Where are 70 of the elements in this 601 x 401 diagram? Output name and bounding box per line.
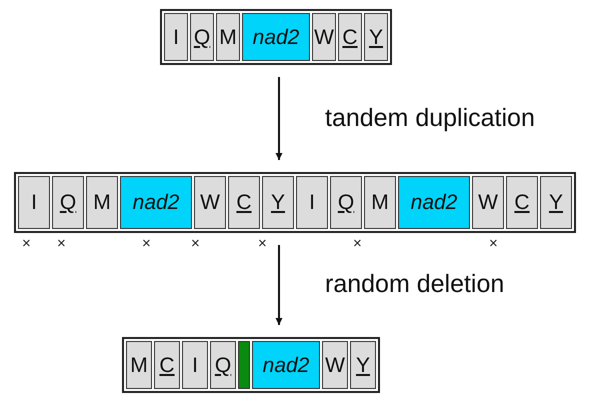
gene-box xyxy=(216,13,240,61)
gene-box xyxy=(506,176,538,229)
gene-label: C xyxy=(514,192,530,213)
gene-box xyxy=(296,176,328,229)
deletion-mark: × xyxy=(22,236,31,251)
gene-label: W xyxy=(478,192,498,213)
gene-box xyxy=(252,341,320,389)
gene-label: Q xyxy=(60,192,76,213)
gene-order-bar xyxy=(160,9,392,65)
gene-box xyxy=(164,13,188,61)
gene-label: W xyxy=(314,26,334,48)
deletion-mark: × xyxy=(489,236,498,251)
gene-box xyxy=(472,176,504,229)
gene-label: M xyxy=(219,26,237,48)
gene-label: Y xyxy=(270,192,285,213)
gene-label: M xyxy=(93,192,111,213)
gene-box xyxy=(228,176,260,229)
deletion-mark: × xyxy=(142,236,151,251)
gene-box xyxy=(126,341,152,389)
gene-box xyxy=(322,341,348,389)
edge-label: tandem duplication xyxy=(325,104,535,132)
deletion-mark: × xyxy=(258,236,267,251)
gene-box xyxy=(330,176,362,229)
gene-label: Y xyxy=(548,192,563,213)
gene-box xyxy=(194,176,226,229)
gene-box xyxy=(52,176,84,229)
gene-box xyxy=(350,341,376,389)
gene-box xyxy=(190,13,214,61)
gene-label: M xyxy=(371,192,389,213)
gene-label: C xyxy=(342,26,358,48)
gene-order-bar xyxy=(14,172,576,233)
gene-box xyxy=(364,176,396,229)
gene-box xyxy=(338,13,362,61)
gene-box xyxy=(364,13,388,61)
gene-box xyxy=(262,176,294,229)
gene-label: Q xyxy=(214,354,232,376)
gene-box xyxy=(120,176,192,229)
gene-box xyxy=(540,176,572,229)
gene-label: C xyxy=(159,354,175,376)
gene-box xyxy=(154,341,180,389)
gene-box xyxy=(210,341,236,389)
gene-label: Y xyxy=(368,26,383,48)
deletion-block xyxy=(238,341,250,389)
gene-label: W xyxy=(200,192,220,213)
gene-label: I xyxy=(192,354,198,376)
arrow xyxy=(276,77,282,160)
gene-label: Y xyxy=(356,354,370,376)
gene-box xyxy=(242,13,310,61)
gene-label: I xyxy=(173,26,179,48)
gene-label: I xyxy=(31,192,37,213)
gene-label: Q xyxy=(338,192,354,213)
arrow xyxy=(276,245,282,325)
gene-label: Q xyxy=(194,26,210,48)
gene-label: nad2 xyxy=(252,26,300,48)
gene-box xyxy=(182,341,208,389)
deletion-mark: × xyxy=(191,236,200,251)
gene-box xyxy=(18,176,50,229)
gene-box xyxy=(312,13,336,61)
gene-label: W xyxy=(325,354,345,376)
gene-order-bar xyxy=(122,337,380,393)
gene-label: nad2 xyxy=(132,192,180,213)
gene-label: I xyxy=(309,192,315,213)
deletion-mark: × xyxy=(353,236,362,251)
gene-label: C xyxy=(236,192,252,213)
deletion-mark: × xyxy=(57,236,66,251)
gene-box xyxy=(86,176,118,229)
gene-label: M xyxy=(130,354,148,376)
gene-label: nad2 xyxy=(410,192,458,213)
gene-box xyxy=(398,176,470,229)
gene-label: nad2 xyxy=(262,354,310,376)
